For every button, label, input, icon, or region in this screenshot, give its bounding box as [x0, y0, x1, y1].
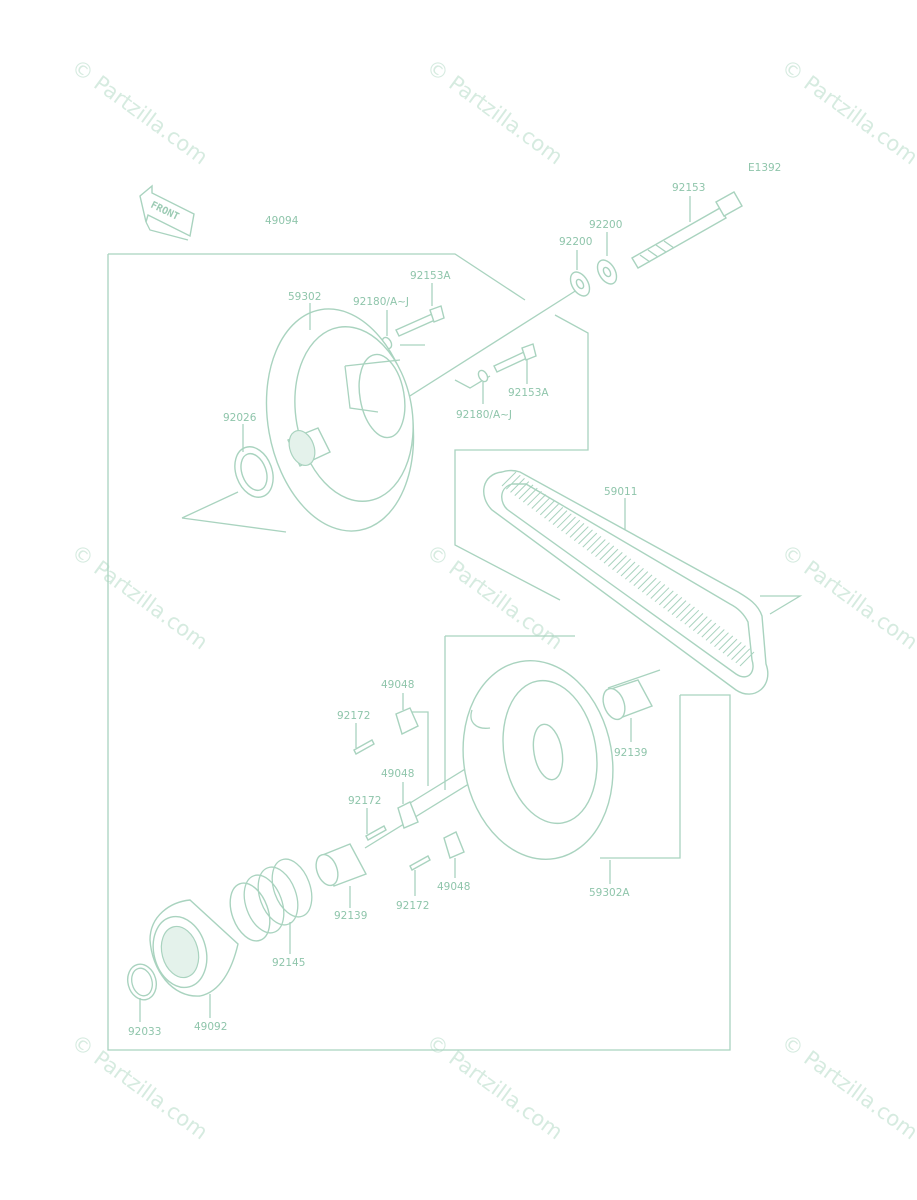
watermark: © Partzilla.com [67, 55, 212, 170]
part-label-92200: 92200 [589, 219, 622, 231]
part-label-92145: 92145 [272, 957, 305, 969]
drive-belt-59011-icon [483, 469, 769, 695]
part-label-59302: 59302 [288, 291, 321, 303]
cam-49092-icon [149, 899, 239, 997]
watermark: © Partzilla.com [422, 540, 567, 655]
driven-sheave-59302a-icon [462, 659, 614, 861]
part-label-92180: 92180/A~J [353, 296, 409, 308]
collar-92139-icon [602, 679, 653, 721]
bolt-92153-icon [631, 191, 743, 269]
part-label-92172: 92172 [337, 710, 370, 722]
circlip-92033-icon [126, 963, 158, 1001]
part-label-92180: 92180/A~J [456, 409, 512, 421]
diagram-id: E1392 [748, 162, 781, 174]
part-labels: 49094 92153 92200 92200 92153A 92180/A~J… [128, 182, 705, 1038]
part-label-49048: 49048 [381, 768, 414, 780]
part-label-49048: 49048 [381, 679, 414, 691]
part-label-92172: 92172 [396, 900, 429, 912]
bolt-92153a-icon [395, 305, 445, 337]
part-label-92139: 92139 [334, 910, 367, 922]
watermark: © Partzilla.com [422, 55, 567, 170]
screw-92172-icon [353, 723, 375, 755]
part-label-92153: 92153 [672, 182, 705, 194]
washer-92180-icon [477, 369, 489, 383]
spring-92145-icon [229, 858, 313, 942]
part-label-92139: 92139 [614, 747, 647, 759]
part-label-49092: 49092 [194, 1021, 227, 1033]
watermark: © Partzilla.com [777, 1030, 917, 1145]
collar-92139-icon [315, 843, 367, 887]
watermark: © Partzilla.com [67, 1030, 212, 1145]
part-label-92200: 92200 [559, 236, 592, 248]
front-arrow-icon: FRONT [139, 184, 195, 241]
part-label-49094: 49094 [265, 215, 299, 227]
drive-sheave-59302-icon [265, 308, 415, 532]
screw-92172-icon [365, 808, 387, 841]
watermark: © Partzilla.com [67, 540, 212, 655]
part-label-92033: 92033 [128, 1026, 161, 1038]
screw-92172-icon [409, 855, 431, 896]
weight-49048-icon [395, 693, 429, 786]
bolt-92153a-icon [493, 343, 537, 373]
part-label-49048: 49048 [437, 881, 470, 893]
assembly-outline [107, 253, 803, 1051]
part-label-59302a: 59302A [589, 887, 630, 899]
watermark: © Partzilla.com [422, 1030, 567, 1145]
part-label-92026: 92026 [223, 412, 257, 424]
part-label-92172: 92172 [348, 795, 381, 807]
part-label-92153a: 92153A [508, 387, 549, 399]
weight-49048-icon [443, 831, 465, 878]
watermark: © Partzilla.com [777, 55, 917, 170]
part-label-59011: 59011 [604, 486, 637, 498]
weight-49048-icon [397, 782, 419, 829]
part-label-92153a: 92153A [410, 270, 451, 282]
